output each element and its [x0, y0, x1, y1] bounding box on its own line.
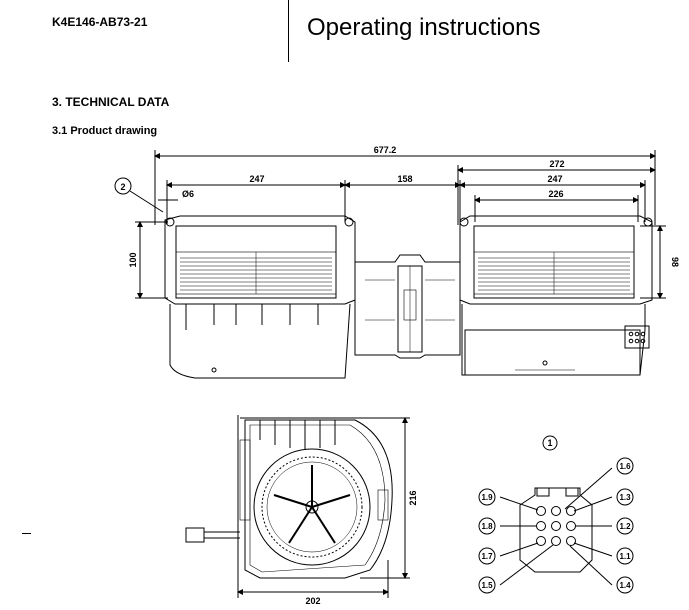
- dim-label-226: 226: [548, 189, 563, 199]
- pin-label-1-8: 1.8: [481, 522, 493, 531]
- leader-1-9: [499, 496, 539, 511]
- pin-label-1-2: 1.2: [619, 522, 631, 531]
- dim-label-100: 100: [128, 252, 138, 267]
- pin-label-1-6: 1.6: [619, 462, 631, 471]
- side-view-drawing: [185, 415, 410, 598]
- fan-spokes: [273, 465, 351, 544]
- top-view-drawing: [114, 150, 666, 379]
- dim-label-202: 202: [305, 596, 320, 606]
- left-blower-housing: [164, 215, 356, 379]
- dim-label-hole: Ø6: [182, 189, 194, 199]
- dim-label-216: 216: [408, 490, 418, 505]
- callout-1-circle: [542, 435, 558, 451]
- leader-1-7: [499, 542, 539, 557]
- callout-1-label: 1: [547, 438, 552, 448]
- dim-label-158: 158: [397, 174, 412, 184]
- right-blower-housing: [459, 215, 653, 376]
- dim-label-98: 98: [670, 257, 680, 267]
- pin-label-1-5: 1.5: [481, 581, 493, 590]
- pin-label-1-9: 1.9: [481, 493, 493, 502]
- dim-label-247-right: 247: [547, 174, 562, 184]
- top-view-labels: 677.2 272 247 158 247 226 Ø6 2 100 98: [120, 145, 680, 268]
- leader-1-1: [573, 542, 613, 557]
- subsection-heading: 3.1 Product drawing: [52, 125, 158, 137]
- leader-1-4: [569, 545, 613, 586]
- pin-label-1-3: 1.3: [619, 493, 631, 502]
- connector-view-labels: 1 1.6 1.9 1.3 1.8 1.2 1.7 1.1 1.5 1.4: [481, 438, 631, 590]
- pin-label-1-7: 1.7: [481, 552, 493, 561]
- side-view-labels: 202 216: [305, 490, 418, 606]
- dim-label-overall: 677.2: [374, 145, 397, 155]
- connector-body: [519, 487, 593, 573]
- dim-label-247-left: 247: [249, 174, 264, 184]
- callout-2-label: 2: [120, 182, 125, 192]
- connector-plug: [185, 527, 205, 543]
- pin-label-1-4: 1.4: [619, 581, 631, 590]
- part-number: K4E146-AB73-21: [52, 15, 148, 29]
- fan-wheel-outer: [253, 448, 371, 566]
- header-divider: [288, 0, 289, 62]
- page-title: Operating instructions: [307, 14, 541, 41]
- margin-mark: [22, 533, 31, 534]
- callout-2-circle: [114, 177, 132, 195]
- leader-1-6: [564, 467, 613, 510]
- scroll-housing: [244, 419, 393, 579]
- leader-1-3: [573, 496, 613, 512]
- dim-label-272: 272: [549, 159, 564, 169]
- pin-label-1-1: 1.1: [619, 552, 631, 561]
- connector-view-drawing: [478, 435, 634, 594]
- section-heading: 3. TECHNICAL DATA: [52, 95, 170, 109]
- leader-1-5: [499, 544, 554, 586]
- connector-pins: [536, 506, 576, 546]
- motor-center: [354, 254, 461, 359]
